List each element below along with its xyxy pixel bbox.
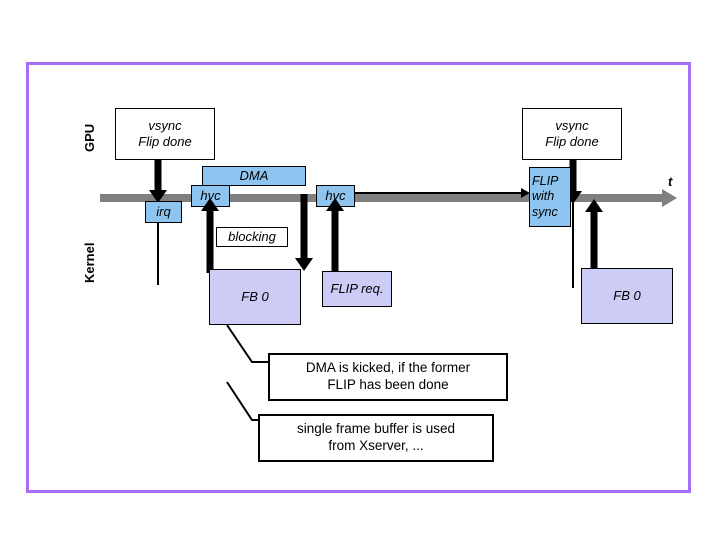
flip-with-sync-line3: sync <box>532 204 558 219</box>
time-axis-line <box>100 194 662 202</box>
fb0-box-right: FB 0 <box>581 268 673 324</box>
dma-box: DMA <box>202 166 306 186</box>
irq-guide-line <box>157 223 159 285</box>
fb0-to-hvc1-arrow <box>200 198 220 273</box>
lane-label-kernel: Kernel <box>82 242 97 283</box>
time-axis-label: t <box>668 174 673 189</box>
callout-dma-line1: DMA is kicked, if the former <box>305 360 471 376</box>
callout-fb-line2: from Xserver, ... <box>328 438 424 453</box>
flip-with-sync-line1: FLIP <box>532 174 559 189</box>
vsync-right-guide-line <box>572 203 574 288</box>
slide-border-frame <box>26 62 691 493</box>
callout-fb-line1: single frame buffer is used <box>296 421 456 437</box>
vsync-flip-done-box-right: vsync Flip done <box>522 108 622 160</box>
callout-dma-kicked: DMA is kicked, if the former FLIP has be… <box>268 353 508 401</box>
vsync-right-line2: Flip done <box>545 134 599 149</box>
vsync-left-line2: Flip done <box>138 134 192 149</box>
hvc2-to-flip-arrowhead <box>521 188 530 198</box>
lane-label-gpu: GPU <box>82 123 97 152</box>
hvc2-to-flip-connector <box>355 192 523 194</box>
vsync-flip-done-box-left: vsync Flip done <box>115 108 215 160</box>
dma-to-fb0-arrow <box>294 194 314 273</box>
irq-box: irq <box>145 201 182 223</box>
flip-with-sync-box: FLIP with sync <box>529 167 571 227</box>
time-axis-arrowhead <box>662 189 677 207</box>
blocking-label-box: blocking <box>216 227 288 247</box>
flip-req-to-hvc2-arrow <box>325 198 345 273</box>
callout-single-framebuffer: single frame buffer is used from Xserver… <box>258 414 494 462</box>
vsync-right-line1: vsync <box>555 118 589 134</box>
fb0-box-left: FB 0 <box>209 269 301 325</box>
vsync-left-line1: vsync <box>148 118 182 134</box>
flip-req-box: FLIP req. <box>322 271 392 307</box>
vsync-to-irq-arrow <box>148 160 168 204</box>
flip-with-sync-line2: with <box>532 189 555 204</box>
callout-dma-line2: FLIP has been done <box>327 377 449 392</box>
fb0-right-to-timeline-arrow <box>584 199 604 271</box>
